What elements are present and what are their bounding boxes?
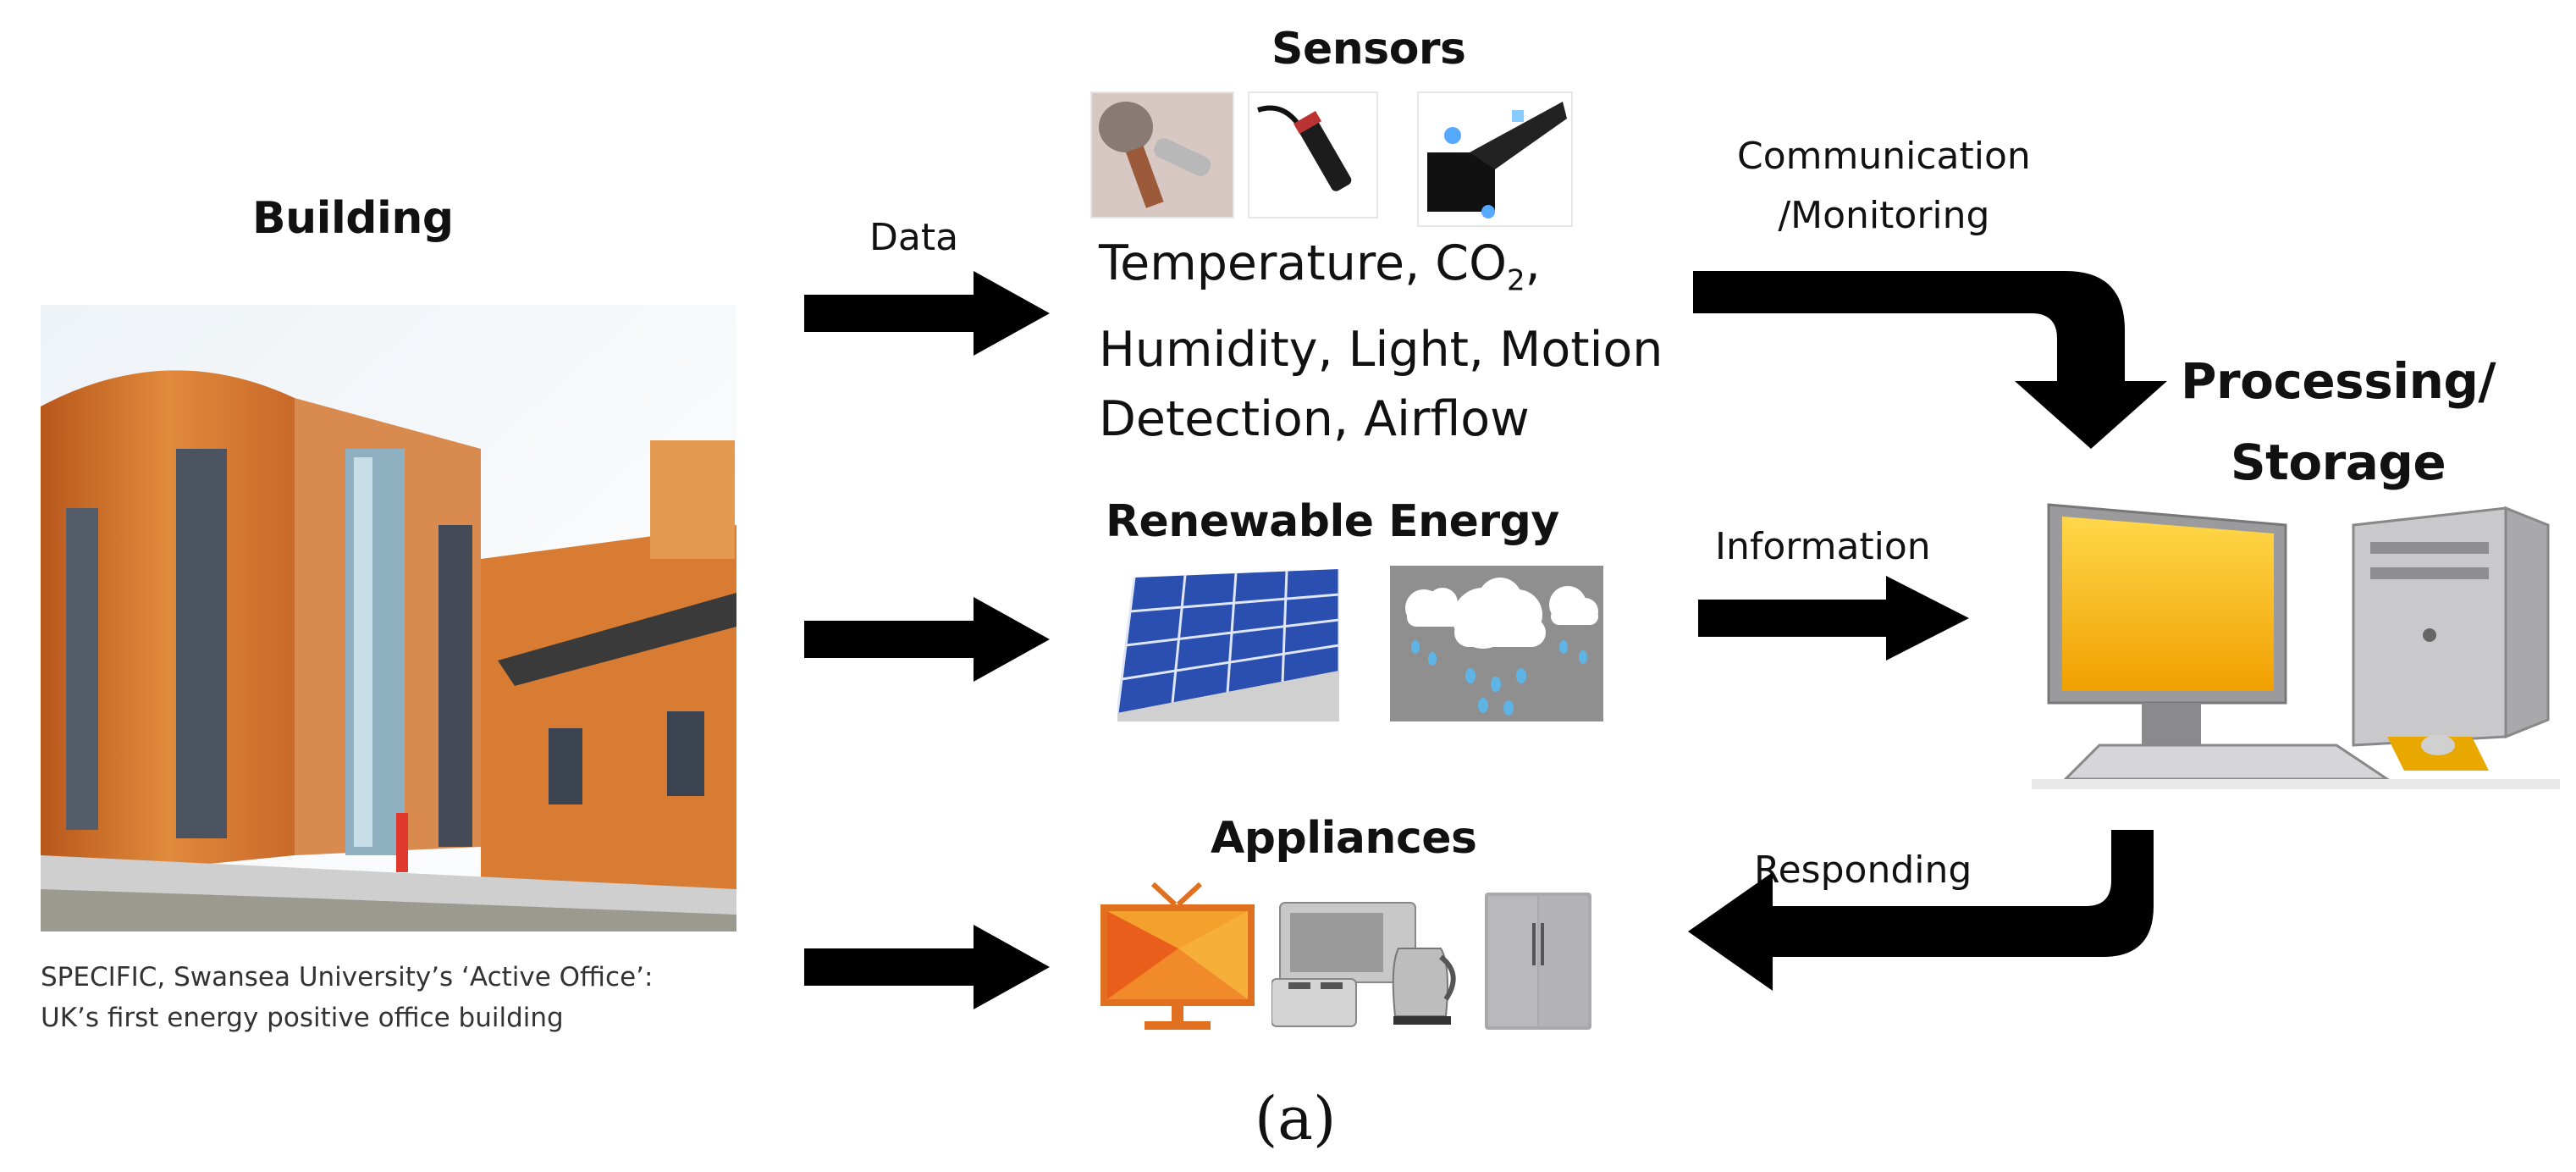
communication-arrow (1693, 271, 2167, 449)
building-caption-line1: SPECIFIC, Swansea University’s ‘Active O… (41, 962, 654, 992)
communication-label: Communication /Monitoring (1737, 127, 2031, 246)
sensors-line1-subscript: 2 (1506, 263, 1525, 298)
sensors-line2: Humidity, Light, Motion (1099, 322, 1663, 379)
information-label: Information (1715, 525, 1931, 568)
building-title: Building (252, 193, 454, 244)
fridge-icon (1481, 889, 1595, 1033)
temperature-probe-icon (1090, 91, 1234, 218)
sensors-line1-text: Temperature, CO (1099, 235, 1507, 291)
airflow-sensor-icon (1417, 91, 1573, 227)
building-caption: SPECIFIC, Swansea University’s ‘Active O… (41, 957, 653, 1038)
renewable-arrow (804, 597, 1050, 682)
appliances-title: Appliances (1211, 813, 1477, 864)
information-arrow (1698, 576, 1969, 661)
figure-label: (a) (1255, 1084, 1337, 1153)
probe-sensor-icon (1248, 91, 1378, 218)
responding-arrow (1688, 830, 2154, 991)
sensors-line1: Temperature, CO2, (1099, 229, 1663, 315)
sensors-title: Sensors (1271, 24, 1466, 75)
appliances-arrow (804, 925, 1050, 1009)
toaster-kettle-icon (1271, 898, 1463, 1030)
renewable-title: Renewable Energy (1106, 496, 1559, 547)
computer-icon (2032, 491, 2560, 789)
building-photo (41, 305, 736, 932)
sensors-line3: Detection, Airflow (1099, 391, 1530, 448)
tv-icon (1094, 881, 1261, 1033)
data-label: Data (869, 216, 959, 259)
sensors-description: Temperature, CO2, Humidity, Light, Motio… (1099, 229, 1663, 454)
rain-cloud-icon (1390, 566, 1603, 721)
processing-title: Processing/ Storage (2181, 340, 2496, 503)
solar-panel-icon (1117, 569, 1339, 721)
communication-line2: /Monitoring (1778, 194, 1990, 237)
sensors-line1-end: , (1525, 235, 1541, 291)
responding-label: Responding (1754, 849, 1972, 892)
processing-title-line1: Processing/ (2181, 352, 2496, 410)
communication-line1: Communication (1737, 135, 2031, 178)
data-arrow (804, 271, 1050, 356)
building-caption-line2: UK’s first energy positive office buildi… (41, 1003, 564, 1033)
processing-title-line2: Storage (2230, 434, 2446, 491)
